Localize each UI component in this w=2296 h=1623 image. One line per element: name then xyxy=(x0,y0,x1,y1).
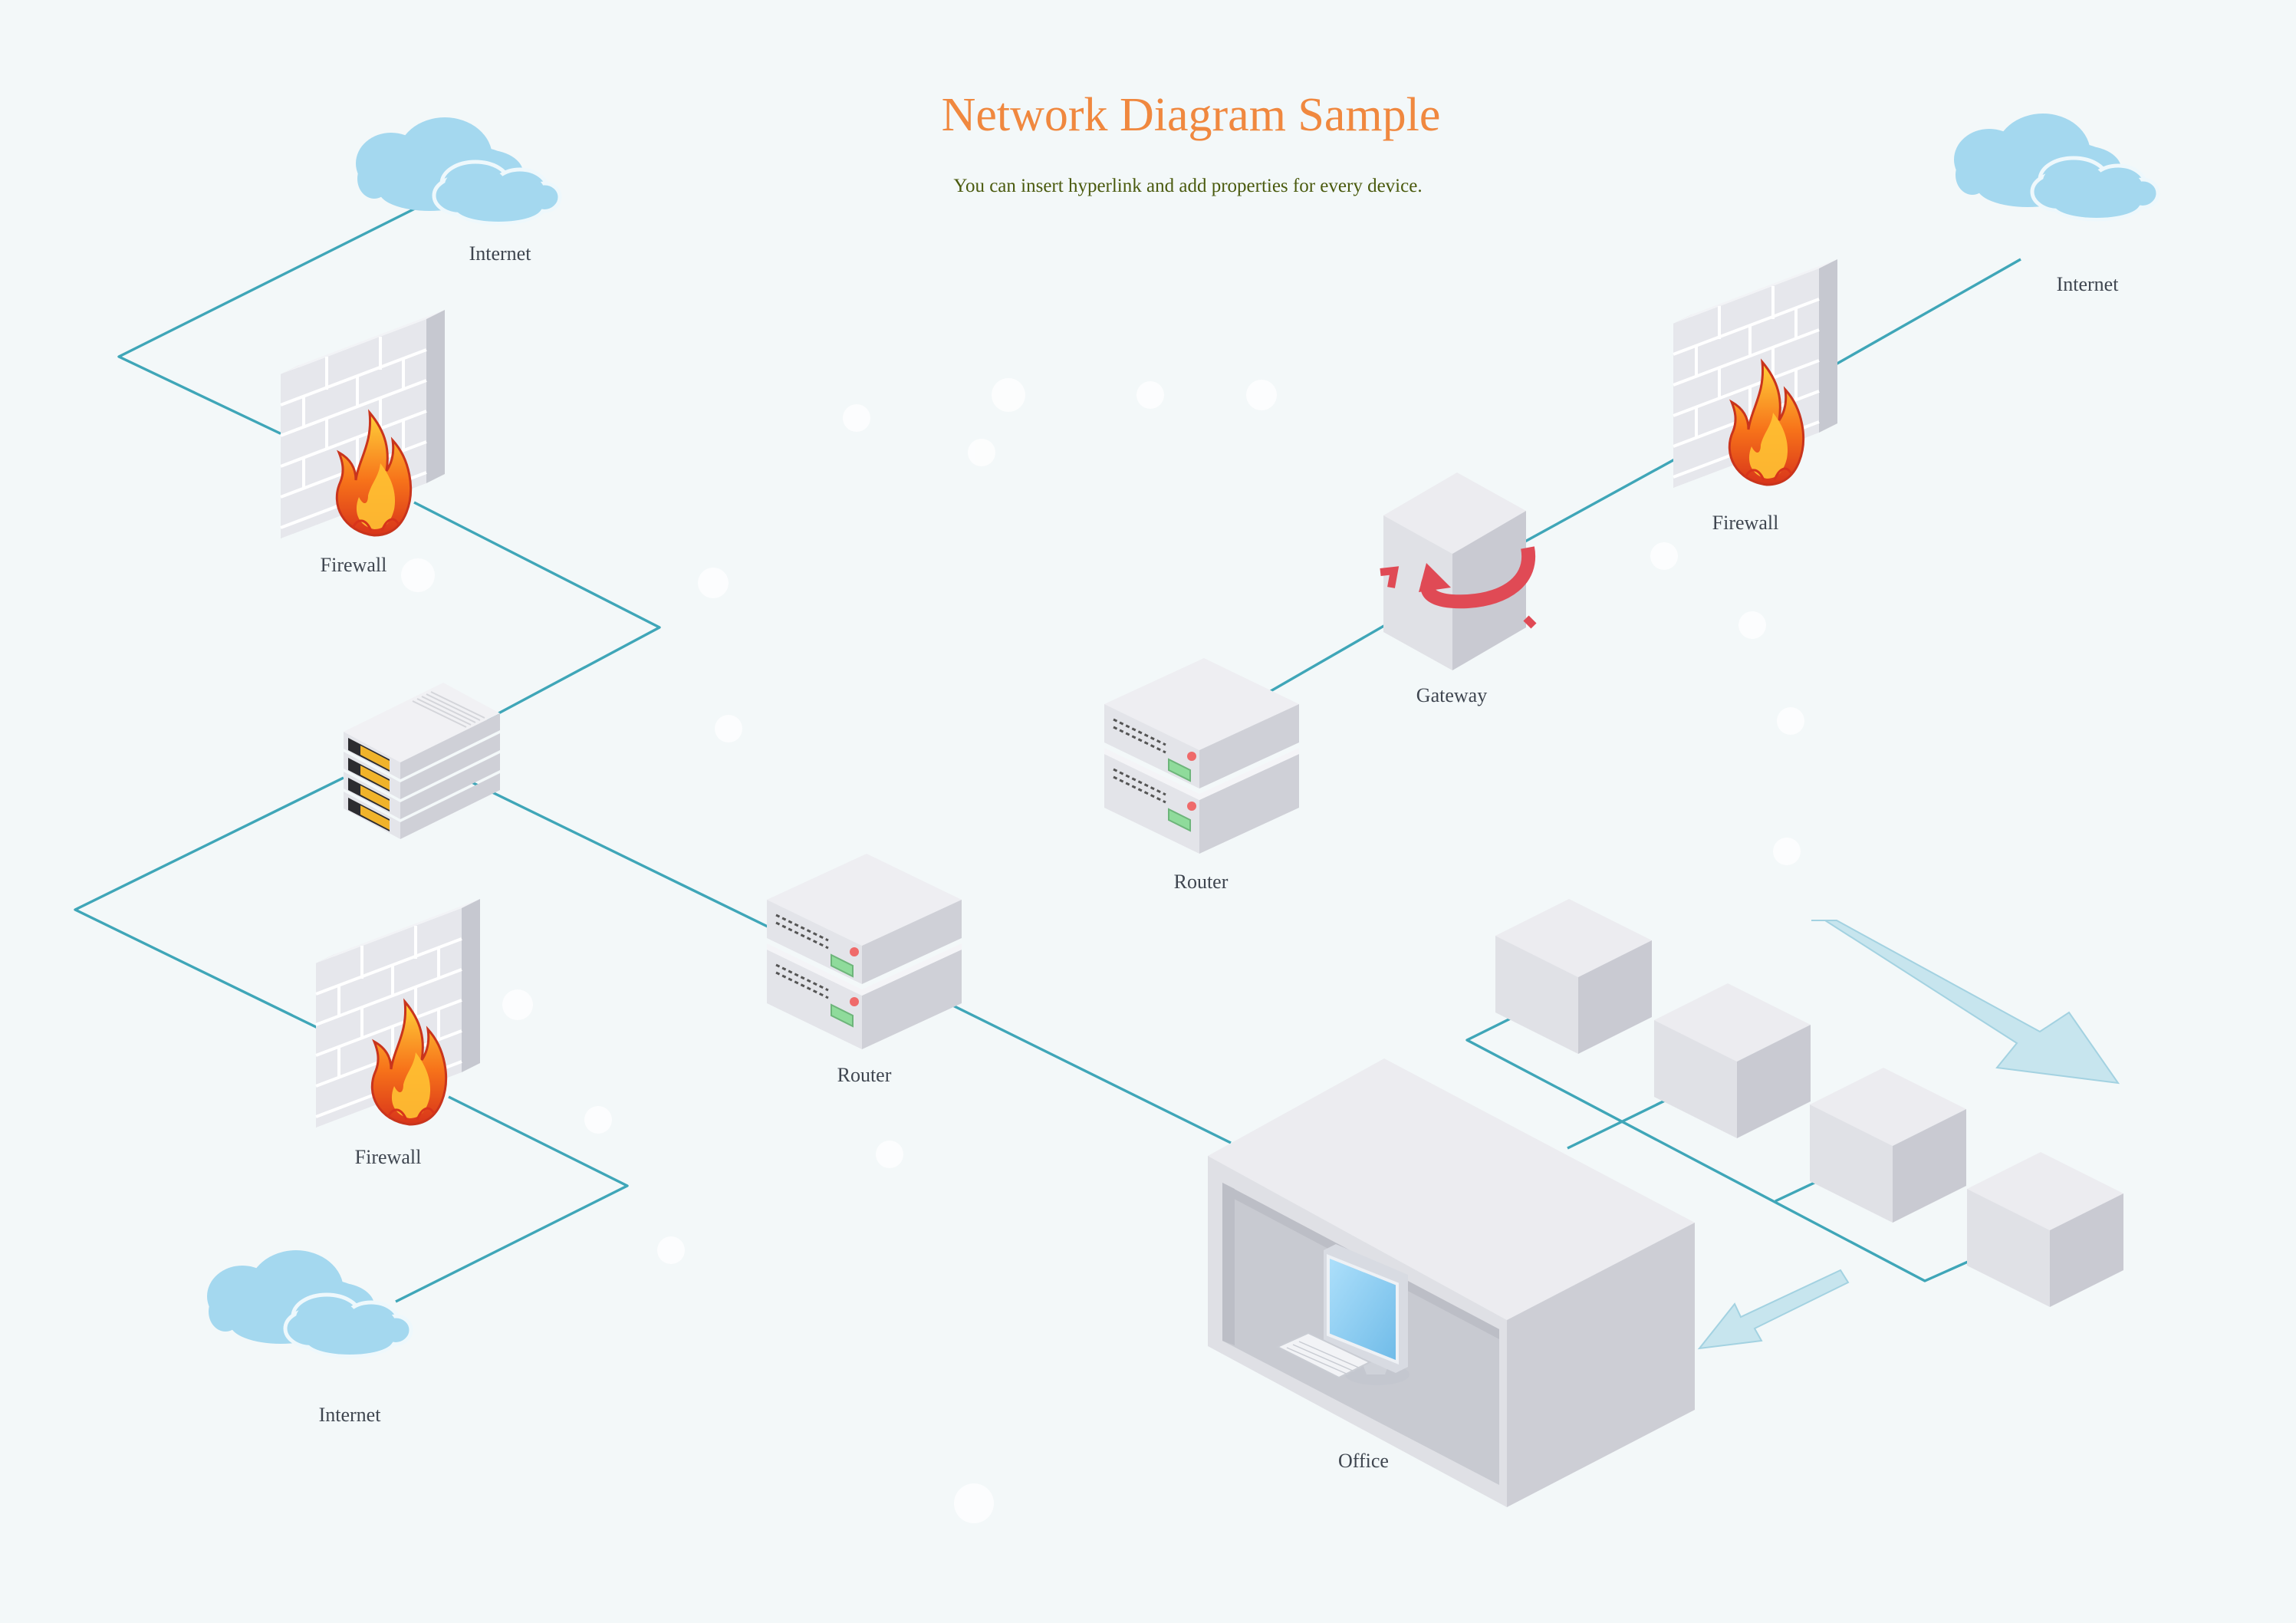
box-icon[interactable] xyxy=(1810,1068,1966,1223)
device-label: Internet xyxy=(2057,273,2120,295)
firewall-icon xyxy=(314,897,482,1129)
firewall-right[interactable]: Firewall xyxy=(1672,258,1839,534)
diagram-title: Network Diagram Sample xyxy=(942,89,1441,141)
cloud-icon xyxy=(207,1250,411,1356)
switch-core[interactable] xyxy=(344,683,500,839)
link-switch-firewall-bottom xyxy=(74,776,344,1041)
router-center[interactable]: Router xyxy=(765,852,963,1086)
device-label: Firewall xyxy=(321,554,387,576)
device-label: Router xyxy=(1174,871,1229,893)
router-icon xyxy=(1103,657,1301,855)
link-firewall-internet-right xyxy=(1823,258,2021,373)
box-icon[interactable] xyxy=(1495,899,1652,1054)
office-building-icon xyxy=(1208,1058,1695,1507)
flow-arrow-large xyxy=(1811,920,2120,1085)
flow-arrows xyxy=(1697,920,2120,1350)
link-firewall-switch xyxy=(413,501,661,721)
firewall-bottom-left[interactable]: Firewall xyxy=(314,897,482,1168)
diagram-subtitle: You can insert hyperlink and add propert… xyxy=(953,176,1422,196)
device-label: Firewall xyxy=(1712,512,1779,534)
box-icon[interactable] xyxy=(1967,1152,2123,1307)
box-icon[interactable] xyxy=(1654,983,1811,1138)
connection-lines xyxy=(74,206,2021,1303)
internet-cloud-top-left[interactable]: Internet xyxy=(356,117,560,265)
gateway[interactable]: Gateway xyxy=(1380,472,1534,706)
device-label: Office xyxy=(1338,1450,1389,1472)
flow-arrow-small xyxy=(1697,1269,1850,1350)
cloud-icon xyxy=(1954,114,2158,219)
firewall-icon xyxy=(1672,258,1839,489)
firewall-top-left[interactable]: Firewall xyxy=(279,308,446,576)
background-decoration xyxy=(401,378,1804,1523)
internet-cloud-right[interactable]: Internet xyxy=(1954,114,2158,295)
cloud-icon xyxy=(356,117,560,223)
link-firewall-internet-bottom xyxy=(395,1095,629,1303)
link-switch-router xyxy=(463,777,771,930)
device-label: Gateway xyxy=(1416,684,1487,706)
device-label: Router xyxy=(837,1064,892,1086)
link-router-office xyxy=(912,984,1232,1144)
link-workstation-net xyxy=(1465,1001,2003,1282)
link-gateway-firewall-right xyxy=(1521,451,1688,545)
office[interactable]: Office xyxy=(1208,1058,1695,1507)
device-label: Internet xyxy=(469,242,532,265)
device-label: Internet xyxy=(319,1404,382,1426)
switch-icon xyxy=(344,683,500,839)
router-upper[interactable]: Router xyxy=(1103,657,1301,893)
link-internet-firewall-top-left xyxy=(117,206,419,440)
gateway-icon xyxy=(1380,472,1534,670)
router-icon xyxy=(765,852,963,1051)
internet-cloud-bottom-left[interactable]: Internet xyxy=(207,1250,411,1426)
device-label: Firewall xyxy=(355,1146,422,1168)
